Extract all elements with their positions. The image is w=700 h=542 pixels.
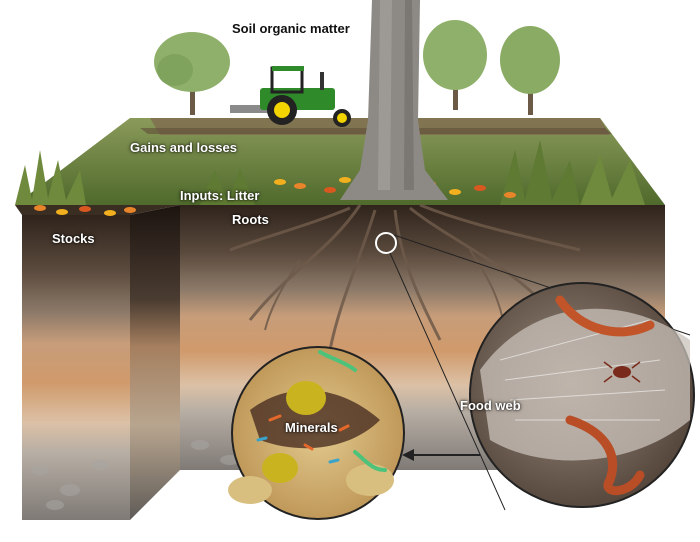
roots-label: Roots: [232, 212, 269, 227]
tree-icon: [423, 20, 487, 110]
minerals-label: Minerals: [285, 420, 338, 435]
stocks-soil-column: [15, 205, 180, 520]
bacteria-icon: [318, 350, 387, 472]
arrow-to-minerals: [402, 449, 480, 461]
food-web-inset: [469, 282, 695, 508]
zoom-line-bottom: [389, 252, 506, 511]
tree-icon: [154, 32, 230, 115]
minerals-inset: [228, 346, 405, 520]
inputs-litter-label: Inputs: Litter: [180, 188, 260, 203]
earthworm-icon: [565, 415, 645, 496]
tree-icon: [500, 26, 560, 115]
stocks-label: Stocks: [52, 231, 95, 246]
tree-trunk: [340, 0, 448, 200]
mite-icon: [603, 361, 641, 383]
zoom-marker: [375, 232, 397, 254]
earthworm-icon: [555, 295, 655, 337]
title-label: Soil organic matter: [232, 21, 350, 36]
field-surface: [15, 118, 665, 205]
tractor-icon: [230, 66, 351, 127]
food-web-label: Food web: [460, 398, 521, 413]
gains-losses-label: Gains and losses: [130, 140, 237, 155]
